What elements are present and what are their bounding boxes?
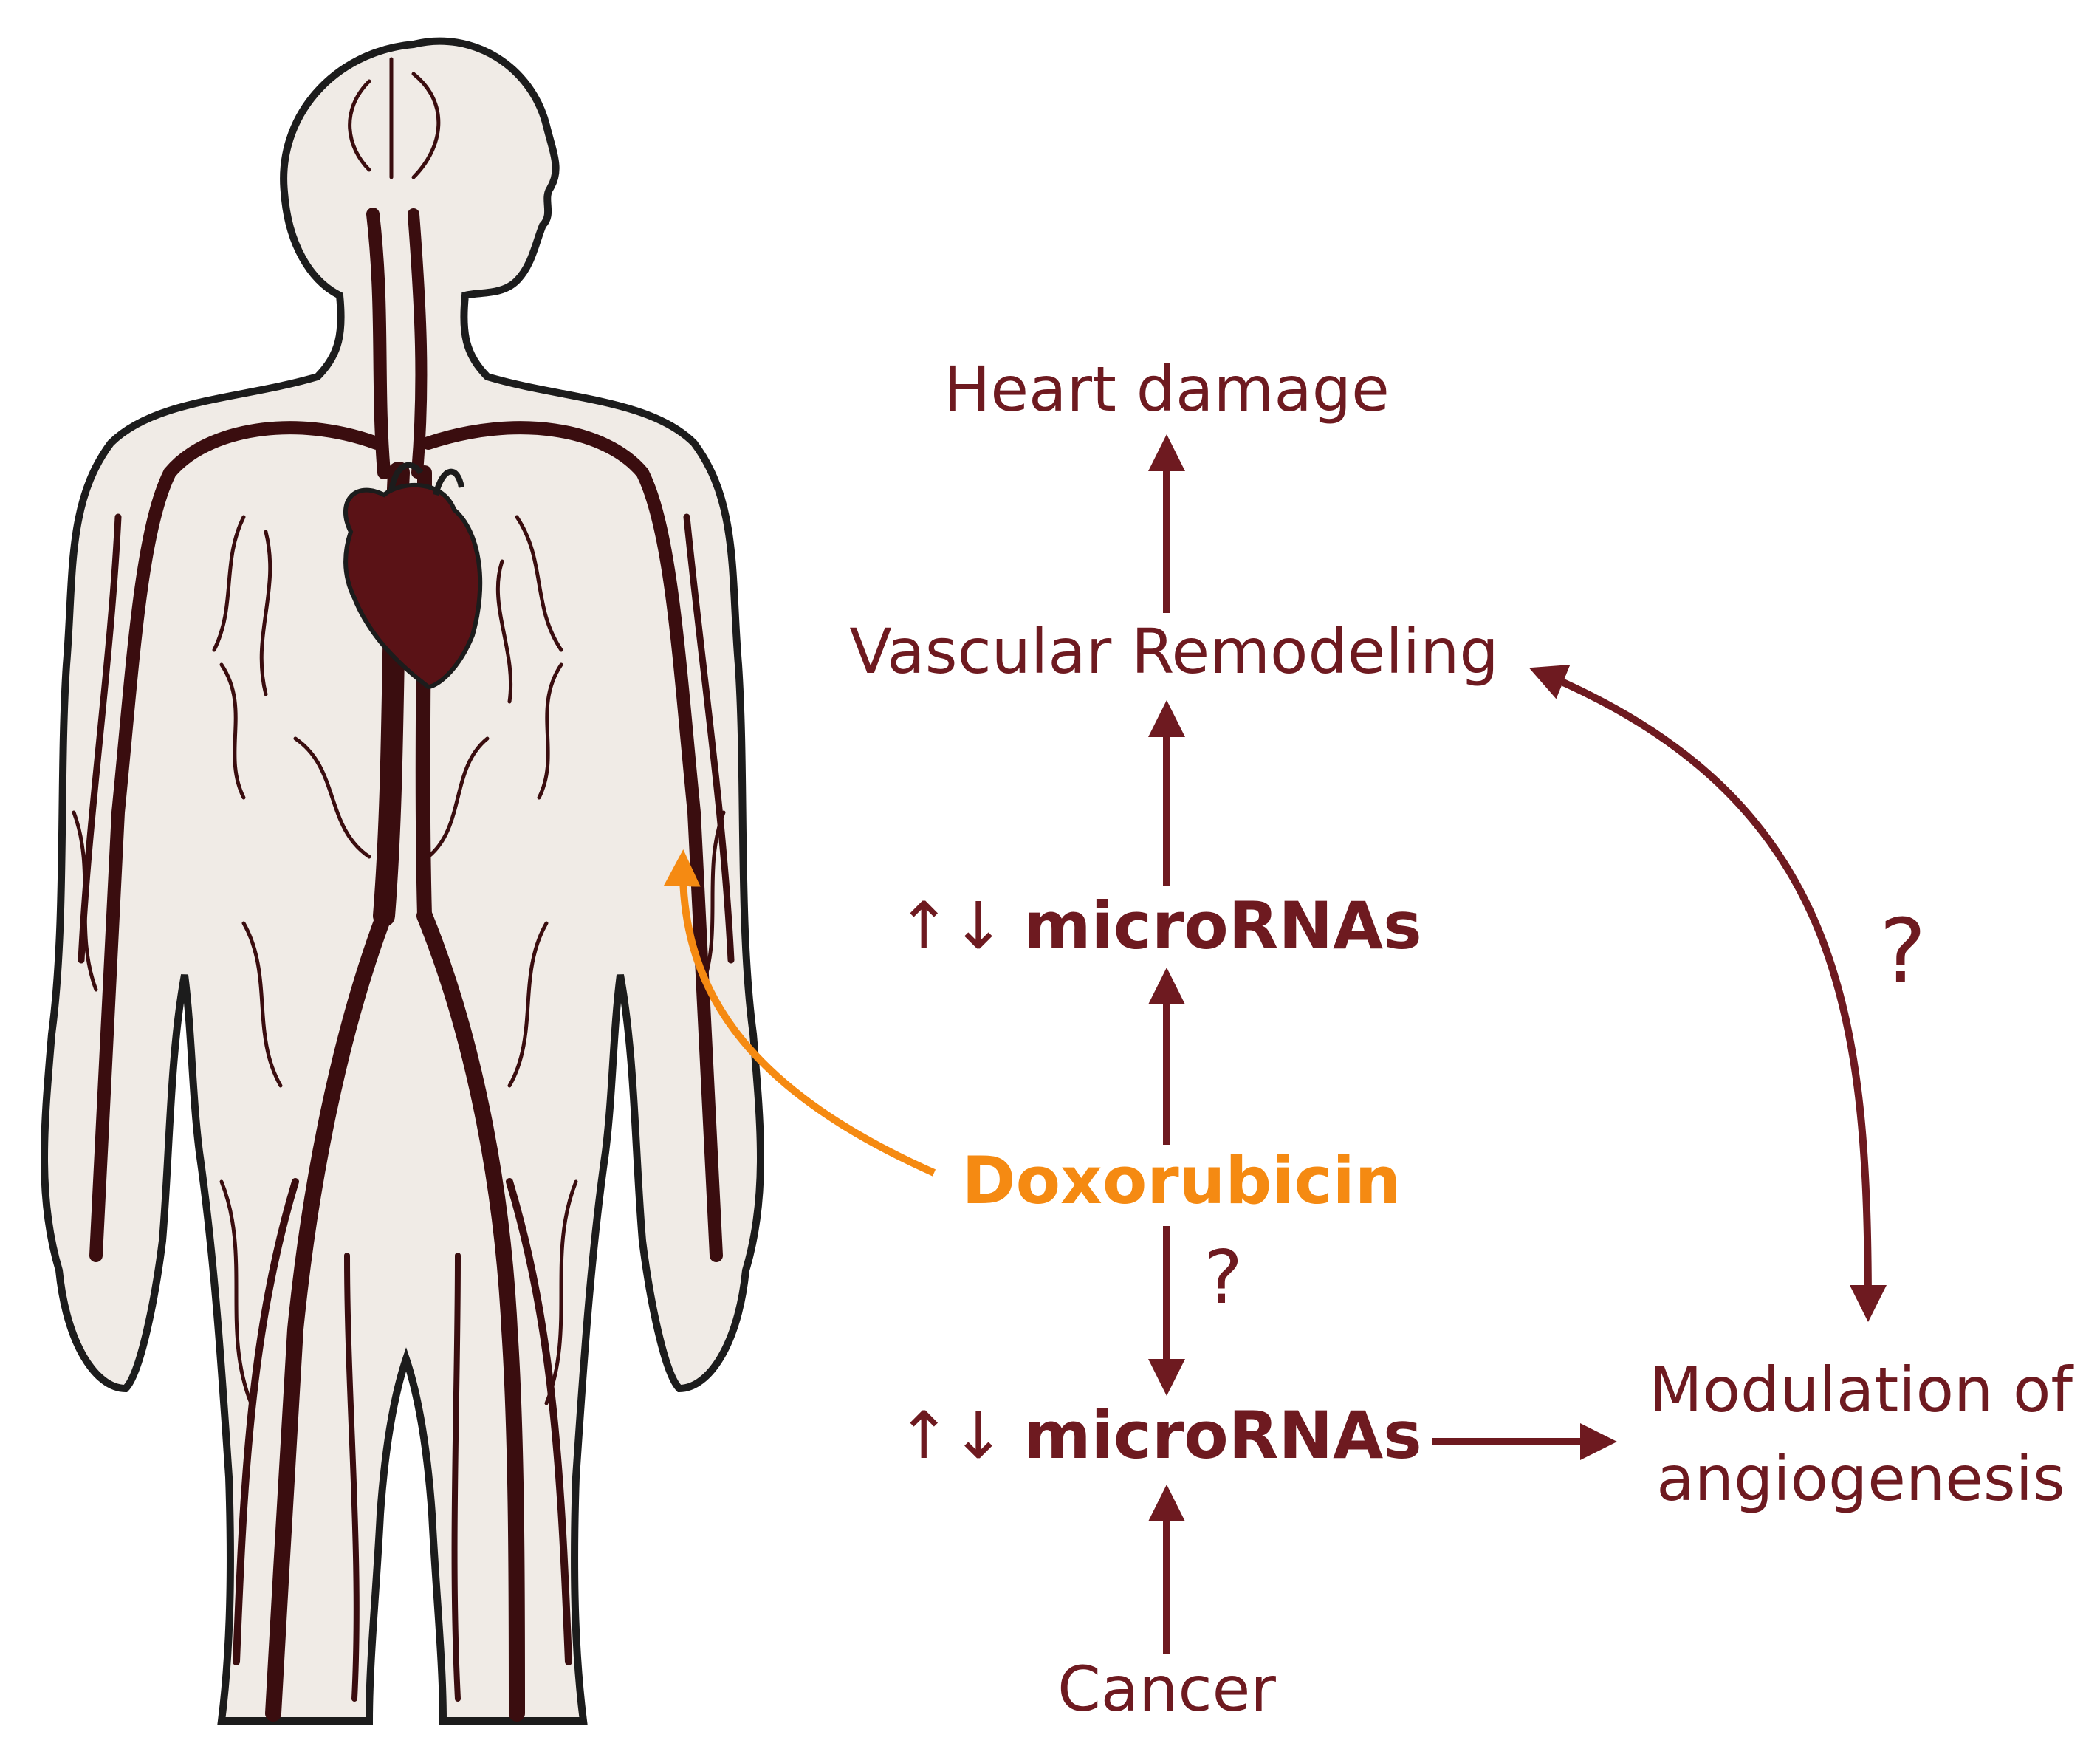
up-down-arrows-icon: ↑↓ [896, 1397, 1006, 1473]
mirna-bottom-text: microRNAs [1023, 1397, 1422, 1473]
doxorubicin-to-body-arrow [663, 849, 936, 1177]
mirna-top-text: microRNAs [1023, 888, 1422, 964]
major-vessels [78, 208, 735, 1722]
heart-icon [343, 462, 483, 690]
doxorubicin-label: Doxorubicin [961, 1143, 1401, 1219]
heart-damage-label: Heart damage [944, 353, 1390, 425]
dox-question-mark: ? [1204, 1234, 1243, 1321]
mirna-bottom-label: ↑↓microRNAs [896, 1403, 1421, 1468]
up-down-arrows-icon: ↑↓ [896, 888, 1006, 964]
modulation-label-line1: Modulation of [1649, 1354, 2073, 1426]
modulation-label-line2: angiogenesis [1656, 1442, 2065, 1515]
mirna-top-label: ↑↓microRNAs [896, 894, 1421, 959]
angiogenesis-remodeling-bidirectional-arrow [1528, 665, 1887, 1322]
vascular-remodeling-label: Vascular Remodeling [849, 615, 1499, 688]
body-silhouette [41, 37, 764, 1725]
angio-question-mark: ? [1879, 901, 1926, 1004]
cancer-label: Cancer [1057, 1653, 1276, 1725]
capillary-network [72, 57, 726, 1405]
